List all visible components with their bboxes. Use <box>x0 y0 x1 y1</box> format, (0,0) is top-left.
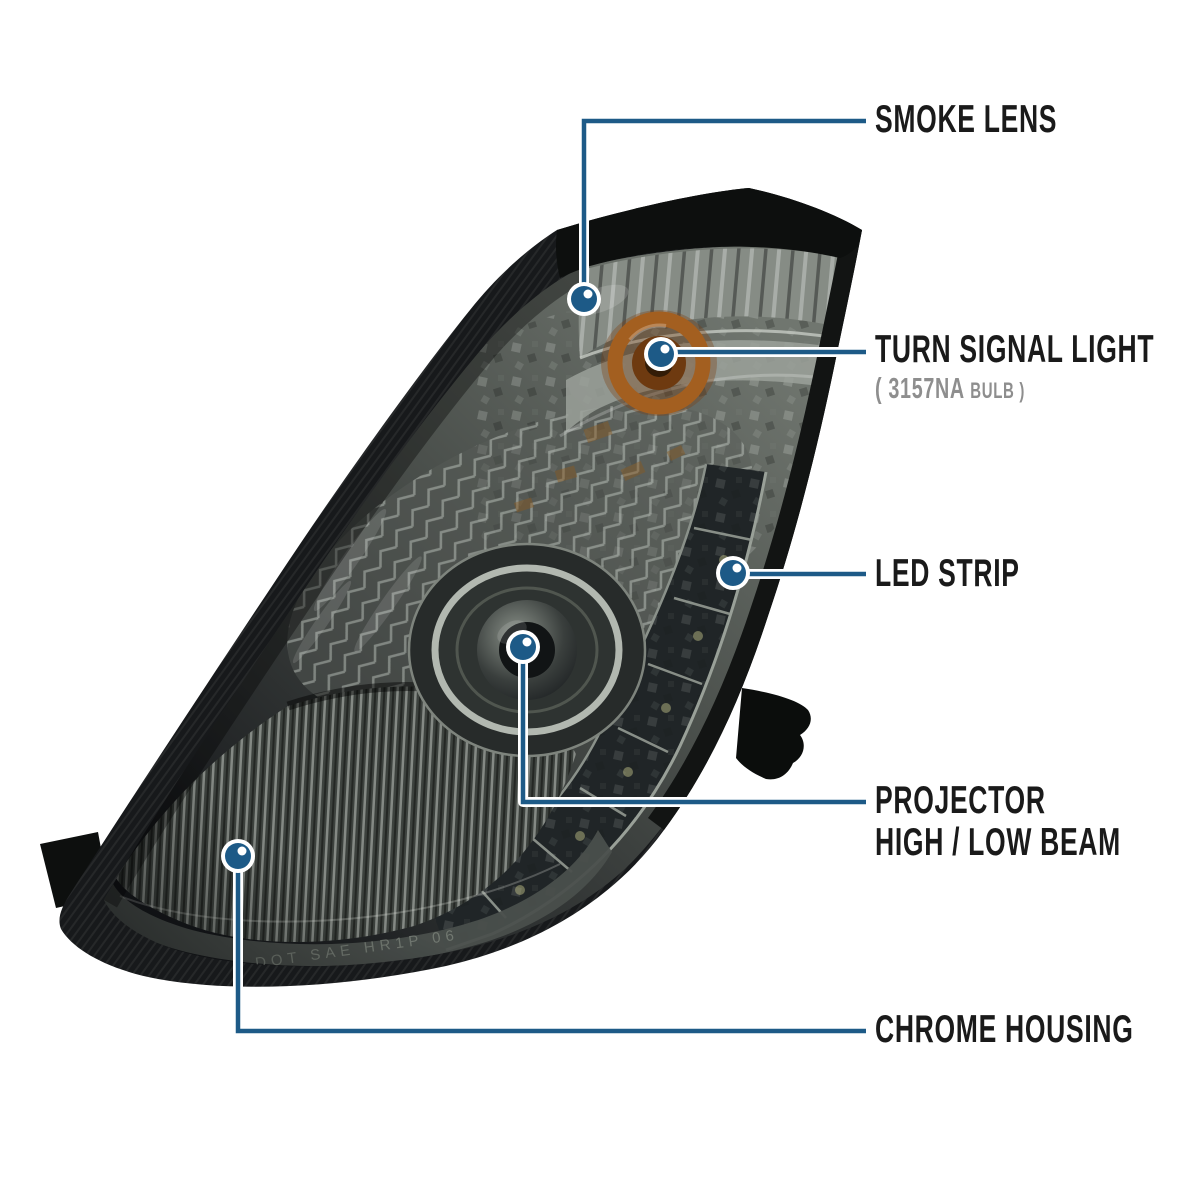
callout-label-chrome-housing: CHROME HOUSING <box>875 1008 1134 1051</box>
callout-turn-signal-lead <box>644 337 866 371</box>
turn-signal-bulb-note: ( 3157NA BULB ) <box>875 374 1154 406</box>
callout-smoke-lens-lead <box>567 116 866 316</box>
callout-projector-lead <box>506 630 866 807</box>
callout-label-led-strip: LED STRIP <box>875 552 1020 595</box>
housing-right-rim <box>648 230 862 830</box>
top-cover <box>556 188 862 278</box>
callout-led-strip-lead <box>716 556 866 590</box>
callout-label-projector: PROJECTOR HIGH / LOW BEAM <box>875 780 1121 864</box>
turn-signal-title: TURN SIGNAL LIGHT <box>875 328 1155 371</box>
callout-chrome-housing-lead <box>221 839 866 1036</box>
bulb-code: ( 3157NA <box>875 373 965 405</box>
callout-label-smoke-lens: SMOKE LENS <box>875 98 1058 141</box>
bulb-word: BULB ) <box>970 378 1026 403</box>
projector-line1: PROJECTOR <box>875 779 1046 822</box>
mounting-bracket-right <box>736 688 811 780</box>
projector-line2: HIGH / LOW BEAM <box>875 821 1121 864</box>
callout-label-turn-signal: TURN SIGNAL LIGHT ( 3157NA BULB ) <box>875 329 1154 406</box>
